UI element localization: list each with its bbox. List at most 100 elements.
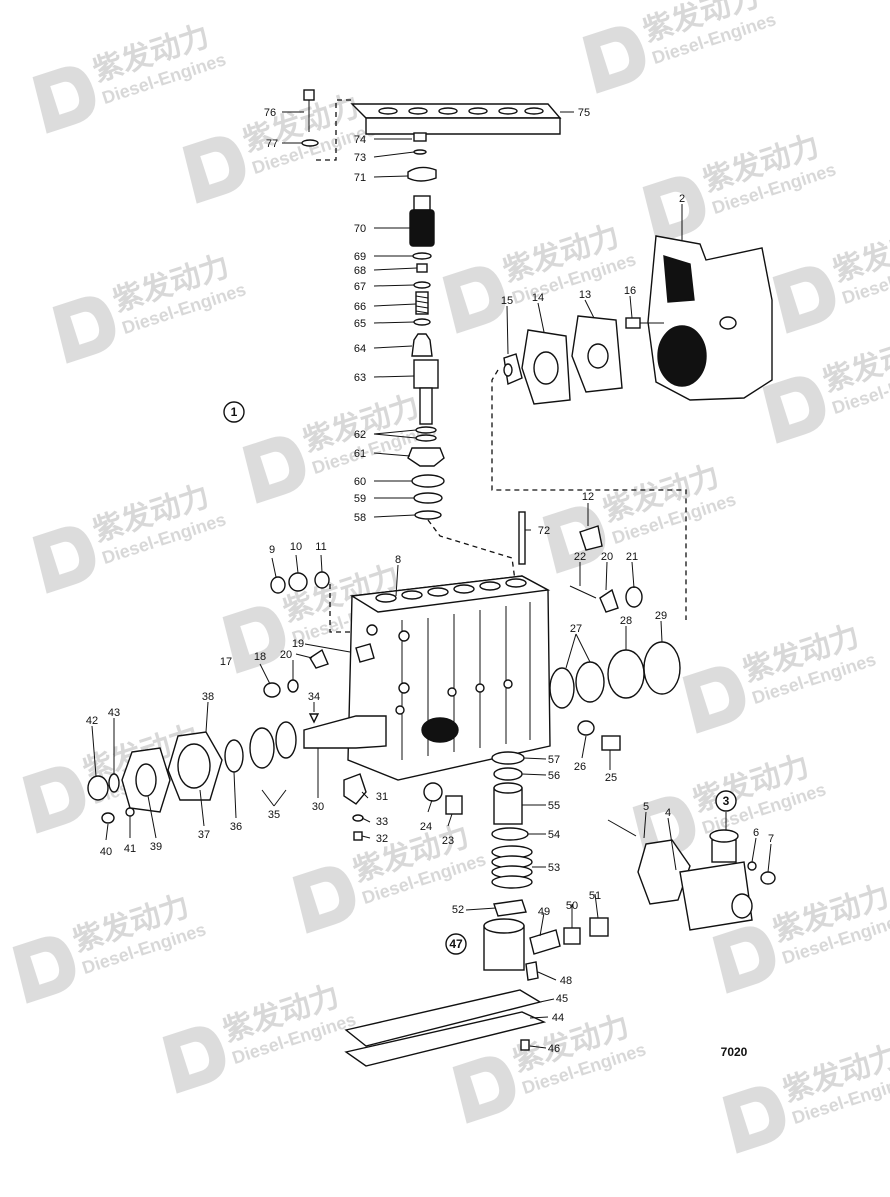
part-22-pin — [569, 585, 597, 599]
part-40 — [101, 812, 115, 824]
part-61 — [407, 447, 445, 467]
governor-housing-2 — [647, 235, 773, 401]
watermark-logo-icon — [772, 266, 836, 334]
watermark-logo-icon — [542, 506, 606, 574]
part-69 — [412, 252, 432, 260]
part-24 — [423, 782, 443, 802]
watermark-logo-icon — [52, 296, 116, 364]
label: 24 — [420, 821, 432, 833]
part-19 — [355, 643, 375, 663]
part-74 — [413, 132, 427, 142]
label: 70 — [354, 223, 366, 235]
label: 52 — [452, 904, 464, 916]
part-76-bolt-head — [303, 89, 315, 101]
label: 34 — [308, 691, 320, 703]
part-50 — [563, 927, 581, 945]
part-41 — [125, 807, 135, 817]
label: 11 — [315, 541, 326, 553]
label: 72 — [538, 525, 550, 537]
label: 73 — [354, 152, 366, 164]
part-6 — [747, 861, 757, 871]
label: 77 — [266, 138, 278, 150]
watermark-layer: 紫发动力Diesel-Engines紫发动力Diesel-Engines紫发动力… — [12, 0, 890, 1154]
part-35-bearing — [275, 721, 297, 759]
part-71 — [407, 166, 437, 182]
part-62b — [415, 434, 437, 442]
label: 67 — [354, 281, 366, 293]
part-35-ring — [249, 727, 275, 769]
label: 36 — [230, 821, 242, 833]
callout-47-text: 47 — [449, 937, 463, 951]
part-56 — [493, 767, 523, 781]
part-73 — [413, 149, 427, 155]
tappet-stack — [483, 751, 539, 981]
part-36 — [224, 739, 244, 773]
part-18 — [287, 679, 299, 693]
label: 26 — [574, 761, 586, 773]
part-17 — [263, 682, 281, 698]
part-8-top-bores — [375, 578, 527, 603]
label: 27 — [570, 623, 582, 635]
part-42-nut — [87, 775, 109, 801]
callout-1-text: 1 — [231, 405, 238, 419]
part-4-flange — [637, 839, 691, 905]
part-2-opening-top — [663, 255, 695, 303]
watermark-logo-icon — [292, 866, 356, 934]
label: 57 — [548, 754, 560, 766]
part-28 — [607, 649, 645, 699]
watermark-logo-icon — [32, 526, 96, 594]
part-64 — [411, 333, 433, 357]
part-20-left — [309, 648, 329, 669]
part-7 — [760, 871, 776, 885]
label: 51 — [589, 890, 601, 902]
part-70-holder — [409, 209, 435, 247]
label: 5 — [643, 801, 649, 813]
watermark-logo-icon — [452, 1056, 516, 1124]
label: 64 — [354, 343, 366, 355]
part-3-cap — [711, 839, 737, 863]
label: 4 — [665, 807, 671, 819]
part-25 — [601, 735, 621, 751]
label: 76 — [264, 107, 276, 119]
label: 69 — [354, 251, 366, 263]
part-43-washer — [108, 773, 120, 793]
label: 19 — [292, 638, 304, 650]
label: 16 — [624, 285, 636, 297]
watermark-logo-icon — [682, 666, 746, 734]
part-49 — [529, 929, 561, 955]
callout-circles: 1 3 47 — [223, 401, 737, 955]
watermark-logo-icon — [162, 1026, 226, 1094]
label: 74 — [354, 134, 366, 146]
part-48 — [525, 961, 539, 981]
callout-47-circle — [445, 933, 467, 955]
part-60 — [411, 474, 445, 488]
label: 15 — [501, 295, 513, 307]
label: 68 — [354, 265, 366, 277]
part-46 — [520, 1039, 530, 1051]
label: 29 — [655, 610, 667, 622]
label: 59 — [354, 493, 366, 505]
injector-stack — [301, 89, 562, 589]
part-23 — [445, 795, 463, 815]
label: 14 — [532, 292, 544, 304]
watermark-logo-icon — [22, 766, 86, 834]
callout-3-circle — [715, 790, 737, 812]
part-77-washer — [301, 139, 319, 147]
feed-pump-3 — [607, 819, 776, 931]
label: 63 — [354, 372, 366, 384]
label: 21 — [626, 551, 638, 563]
part-63-plunger — [419, 387, 433, 425]
label: 20 — [280, 649, 292, 661]
label: 39 — [150, 841, 162, 853]
bearing-rings-right — [549, 641, 681, 709]
figure-number: 7020 — [721, 1045, 748, 1059]
label: 9 — [269, 544, 275, 556]
label: 37 — [198, 829, 210, 841]
